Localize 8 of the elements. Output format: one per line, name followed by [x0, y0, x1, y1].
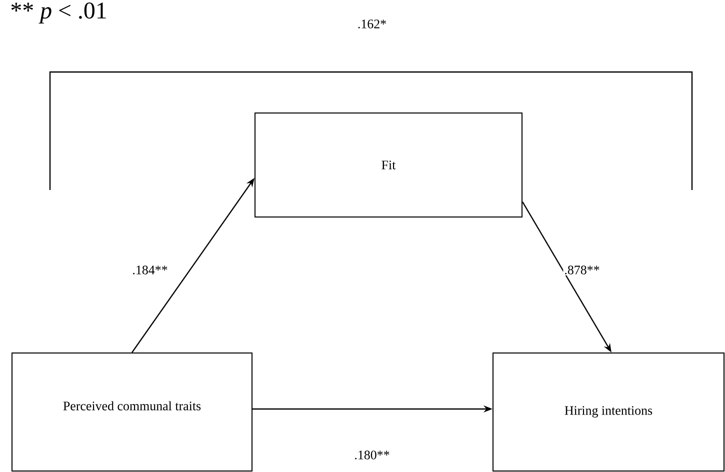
edge-label: .184**: [133, 266, 168, 274]
edge-label: .878**: [565, 266, 600, 274]
variable-box: Fit: [254, 112, 522, 218]
variable-box: Hiring intentions: [492, 352, 724, 472]
coefficient-label: .162*: [358, 20, 386, 28]
significance-note: ** p < .01: [11, 2, 106, 24]
edge-label: .180**: [355, 450, 390, 460]
variable-box: Perceived communal traits: [12, 352, 252, 472]
